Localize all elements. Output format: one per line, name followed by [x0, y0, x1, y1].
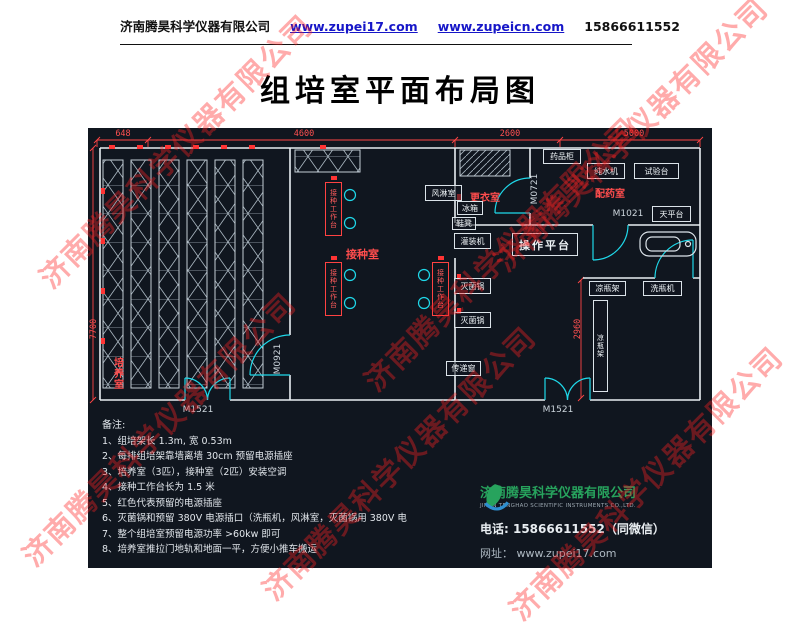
company-logo-icon: [484, 484, 510, 511]
note-item: 5、红色代表预留的电源插座: [102, 497, 223, 509]
notes-block: 备注: 1、组培架长 1.3m, 宽 0.53m 2、每排组培架靠墙离墙 30c…: [102, 418, 407, 558]
room-label-inoculation: 接种室: [346, 248, 379, 261]
footer-phone: 电话: 15866611552（同微信）: [480, 522, 665, 536]
dim-5000: 5000: [623, 129, 645, 139]
room-label-pharmacy: 配药室: [595, 189, 625, 200]
floorplan-linework: [89, 136, 704, 404]
note-item: 4、接种工作台长为 1.5 米: [102, 482, 215, 493]
label-water-purifier: 纯水机: [587, 163, 625, 179]
workbench-2: 接种工作台: [325, 262, 342, 316]
stool-circles: [343, 188, 431, 310]
workbench-1: 接种工作台: [325, 182, 342, 236]
label-bottle-rack-tall: 凉瓶架: [593, 300, 608, 392]
dim-2600: 2600: [499, 129, 521, 139]
note-item: 7、整个组培室预留电源功率 >60kw 即可: [102, 528, 281, 540]
room-label-culture: 培养室: [111, 356, 123, 390]
header-divider: [120, 44, 632, 45]
sink: [639, 231, 697, 257]
door-label-m0921: M0921: [273, 343, 283, 375]
header-phone: 15866611552: [584, 19, 680, 34]
label-filling-machine: 灌装机: [454, 233, 491, 249]
notes-title: 备注:: [102, 420, 126, 431]
note-item: 2、每排组培架靠墙离墙 30cm 预留电源插座: [102, 451, 293, 462]
culture-racks: [102, 149, 361, 389]
label-fridge: 冰箱: [457, 201, 483, 215]
workbench-3: 接种工作台: [432, 262, 449, 316]
label-balance-table: 天平台: [652, 206, 691, 222]
label-operation-platform: 操作平台: [512, 233, 578, 256]
label-test-bench: 试验台: [634, 163, 679, 179]
header-link-zupei17[interactable]: www.zupei17.com: [290, 19, 418, 34]
door-label-m1521-left: M1521: [182, 405, 214, 415]
door-label-m1521-right: M1521: [542, 405, 574, 415]
label-shoe-bench: 鞋凳: [452, 217, 476, 230]
doors: [184, 177, 694, 401]
footer-company-name-en: JINAN TENGHAO SCIENTIFIC INSTRUMENTS CO.…: [480, 503, 636, 509]
note-item: 6、灭菌锅和预留 380V 电源插口（洗瓶机，风淋室，灭菌锅用 380V 电: [102, 513, 407, 524]
header-link-zupeicn[interactable]: www.zupeicn.com: [437, 19, 565, 34]
dim-648: 648: [115, 129, 131, 139]
dim-7700: 7700: [89, 318, 99, 340]
label-transfer-window: 传递窗: [446, 361, 481, 376]
label-bottle-washer: 洗瓶机: [643, 281, 682, 296]
hatch-area: [459, 149, 511, 177]
label-air-shower: 风淋室: [425, 185, 462, 201]
footer-website[interactable]: 网址： www.zupei17.com: [480, 547, 617, 560]
footer-brand: 济南腾昊科学仪器有限公司 JINAN TENGHAO SCIENTIFIC IN…: [480, 482, 706, 561]
door-label-m1021: M1021: [612, 209, 644, 219]
footer-company-name: 济南腾昊科学仪器有限公司: [480, 486, 637, 501]
power-outlets: [101, 145, 461, 344]
note-item: 1、组培架长 1.3m, 宽 0.53m: [102, 435, 232, 447]
label-sterilizer-2: 灭菌锅: [454, 312, 491, 328]
note-item: 3、培养室（3匹），接种室（2匹）安装空调: [102, 466, 287, 478]
door-label-m0721: M0721: [530, 173, 540, 205]
header: 济南腾昊科学仪器有限公司 www.zupei17.com www.zupeicn…: [0, 16, 800, 35]
label-sterilizer-1: 灭菌锅: [454, 278, 491, 294]
page-title: 组培室平面布局图: [260, 74, 540, 109]
cad-canvas: 648 4600 2600 5000 7700 2960 培养室 接种室 更衣室…: [88, 128, 712, 568]
label-medicine-cabinet: 药品柜: [543, 149, 581, 164]
label-bottle-rack: 凉瓶架: [589, 281, 626, 296]
dim-2960: 2960: [573, 318, 583, 340]
room-label-changing: 更衣室: [470, 193, 500, 204]
dim-4600: 4600: [293, 129, 315, 139]
walls: [99, 147, 701, 401]
header-company: 济南腾昊科学仪器有限公司: [120, 19, 271, 34]
note-item: 8、培养室推拉门地轨和地面一平，方便小推车搬运: [102, 544, 318, 555]
dimension-lines: [89, 136, 704, 404]
